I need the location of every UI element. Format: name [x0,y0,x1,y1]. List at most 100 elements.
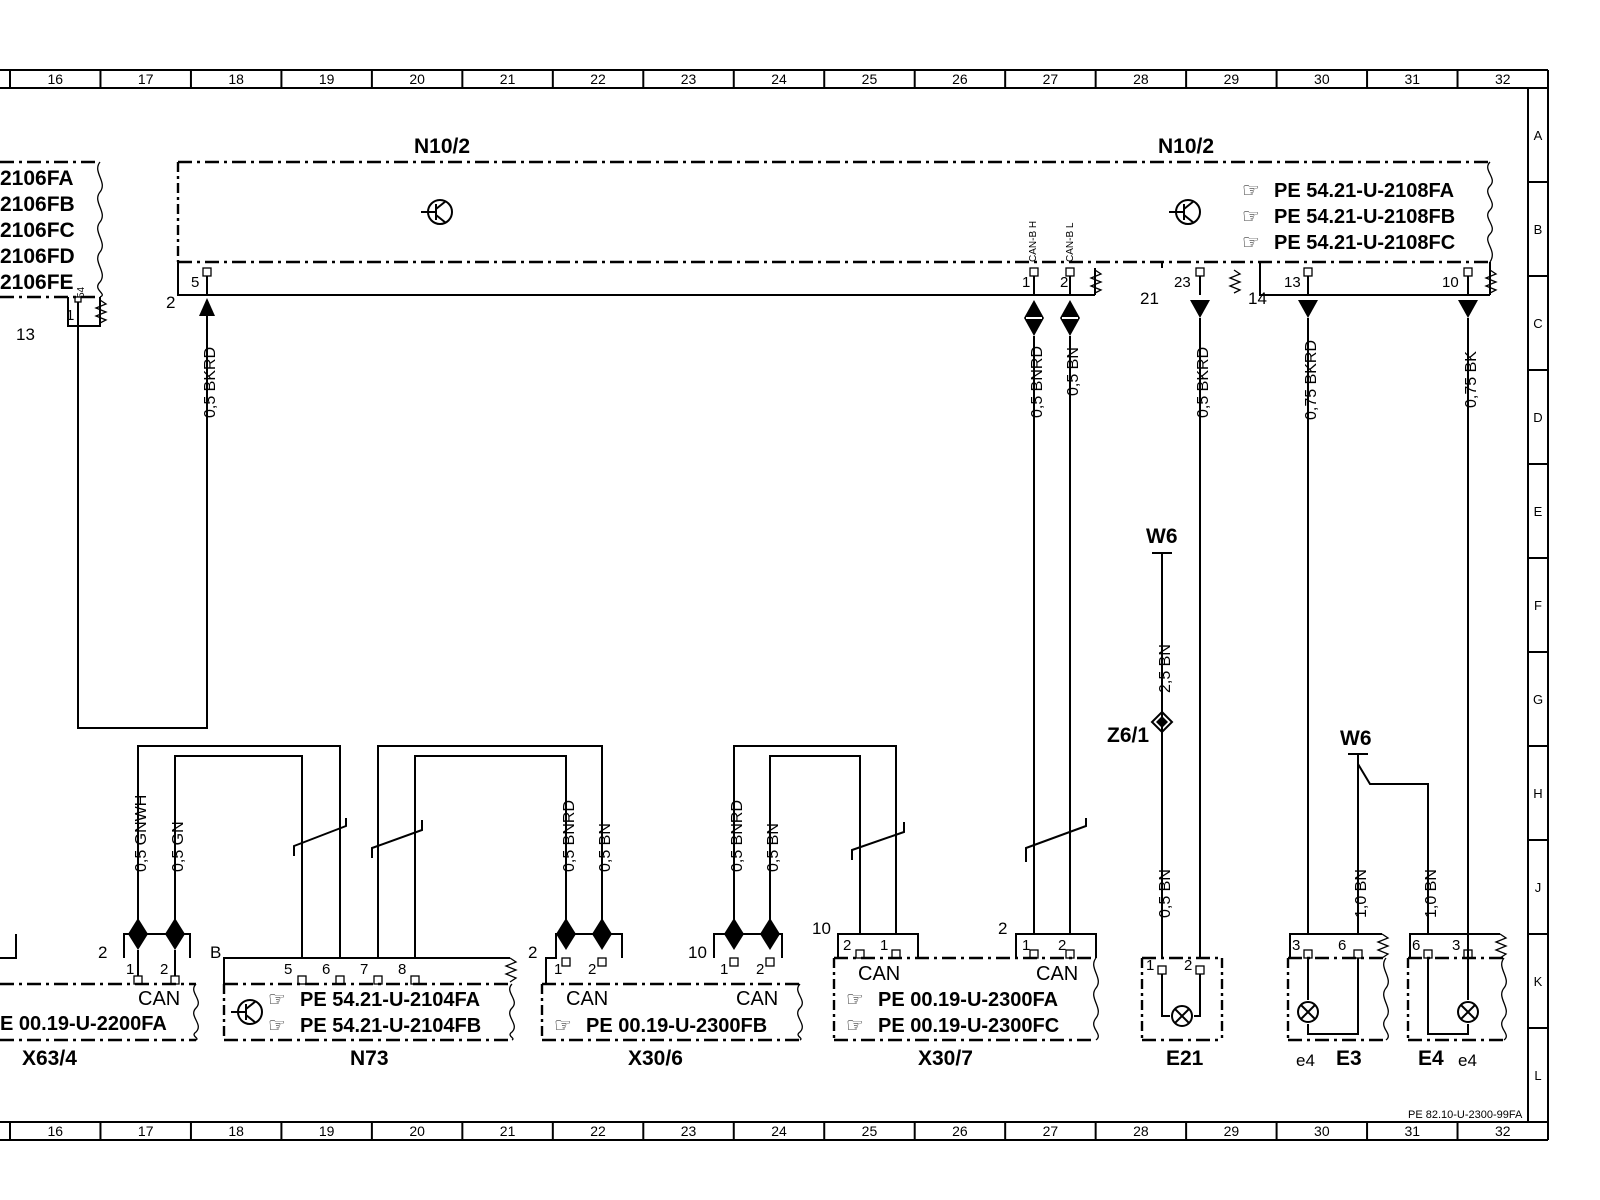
x306-pin-1b: 1 [720,961,728,978]
pin-2: 2 [166,293,175,312]
x306-pin-10: 10 [688,943,707,962]
lamp-icon [1457,1001,1479,1023]
grid-top-col-25: 25 [862,71,878,87]
e21-lamp: 1 2 E21 [1140,956,1224,1070]
grid-top-col-30: 30 [1314,71,1330,87]
n73-pin-7: 7 [360,961,368,978]
transistor-icon [421,199,453,225]
grid-row-F: F [1534,598,1542,613]
e3-label: E3 [1336,1047,1362,1070]
pin-21: 21 [1140,289,1159,308]
e4-pin-3: 3 [1452,937,1460,954]
wire-label-bnrd: 0,5 BNRD [1029,346,1046,418]
grid-row-H: H [1533,786,1542,801]
pin-13: 13 [16,325,35,344]
x307-can-left: CAN [858,963,900,985]
wire-label-bn-x306a: 0,5 BN [597,823,614,872]
grid-top-col-31: 31 [1405,71,1421,87]
grid-bottom-col-25: 25 [862,1123,878,1139]
x307-ref-1: PE 00.19-U-2300FA [878,989,1058,1011]
grid-top-col-22: 22 [590,71,606,87]
grid-top-col-26: 26 [952,71,968,87]
grid-row-L: L [1534,1068,1541,1083]
x307-ref-2: PE 00.19-U-2300FC [878,1015,1059,1037]
x306-pin-1a: 1 [554,961,562,978]
wire-break [851,822,905,860]
n10-2-module [176,160,1498,296]
grid-bottom-col-21: 21 [500,1123,516,1139]
grid-top-col-16: 16 [47,71,63,87]
grid-bottom-col-20: 20 [409,1123,425,1139]
grid-row-D: D [1533,410,1542,425]
grid-top-col-17: 17 [138,71,154,87]
pin-14: 14 [1248,289,1267,308]
pin-13b: 13 [1284,274,1301,291]
grid-bottom-col-17: 17 [138,1123,154,1139]
wire-label-bkrd-21: 0,5 BKRD [1195,347,1212,418]
n73-label: N73 [350,1047,389,1070]
x63-pin-2: 2 [98,943,107,962]
wire-loop [77,302,208,729]
pin-can-1: 1 [1022,274,1030,291]
grid-row-C: C [1533,316,1542,331]
left-ref-4: 2106FD [0,245,75,268]
grid-top-col-21: 21 [500,71,516,87]
x63-4-connector: 2 1 2 CAN E 00.19-U-2200FA X63/4 [0,933,199,1070]
n73-pin-5: 5 [284,961,292,978]
grid-row-G: G [1533,692,1543,707]
left-ref-2: 2106FB [0,193,75,216]
x63-ref: E 00.19-U-2200FA [0,1013,167,1035]
can-connector-icon [1024,300,1080,336]
pin-10: 10 [1442,274,1459,291]
grid-top-col-20: 20 [409,71,425,87]
n10-right-refs: ☞ PE 54.21-U-2108FA ☞ PE 54.21-U-2108FB … [1242,180,1455,254]
grid-bottom-col-24: 24 [771,1123,787,1139]
ref-pointer-icon: ☞ [554,1015,572,1037]
grid-top-col-32: 32 [1495,71,1511,87]
grid-bottom-col-32: 32 [1495,1123,1511,1139]
n73-module: B 5 6 7 8 ☞ PE 54.21-U-2104FA ☞ PE 54.21… [210,943,518,1070]
pin-label-canbh: CAN-B H [1028,221,1039,262]
grid-bottom-col-27: 27 [1043,1123,1059,1139]
wire-break [293,818,347,856]
wire-break [1025,818,1087,862]
connector-arrow-icon [199,298,215,316]
wire-label-10bn-e4: 1,0 BN [1423,869,1440,918]
wire-label-075bk: 0,75 BK [1463,351,1480,408]
wire-label-bnrd-x306a: 0,5 BNRD [561,800,578,872]
x307-pin-1b: 1 [1022,937,1030,954]
n73-ref-2: PE 54.21-U-2104FB [300,1015,481,1037]
connector-arrow-icon [1298,300,1318,318]
pin-label-canbl: CAN-B L [1065,222,1076,262]
z6-1-label: Z6/1 [1107,724,1149,747]
grid-row-J: J [1535,880,1542,895]
wire-x306-x307a [733,745,897,934]
lamp-icon [1171,1005,1193,1027]
grid-row-A: A [1534,128,1543,143]
e4-pin-6: 6 [1412,937,1420,954]
x307-pin-10: 10 [812,919,831,938]
x306-pin-2a: 2 [588,961,596,978]
grid-top-col-18: 18 [228,71,244,87]
connector-arrow-icon [1190,300,1210,318]
n73-pin-6: 6 [322,961,330,978]
pin-5: 5 [191,274,199,291]
grid-bottom-col-28: 28 [1133,1123,1149,1139]
grid-bottom-col-18: 18 [228,1123,244,1139]
can-connector-icon [724,918,780,950]
x63-can-label: CAN [138,988,180,1010]
wire-break [371,820,423,858]
can-connector-icon [556,918,612,950]
wire-label-25bn: 2,5 BN [1157,644,1174,693]
wire-gn [174,755,303,958]
left-ref-3: 2106FC [0,219,75,242]
e4-lamp: 6 3 E4 e4 [1406,933,1508,1070]
x307-pin-1a: 1 [880,937,888,954]
wire-label-075bkrd: 0,75 BKRD [1303,340,1320,420]
e3-pin-3: 3 [1292,937,1300,954]
ref-pointer-icon: ☞ [1242,232,1260,254]
wire-label-bnrd-x306b: 0,5 BNRD [729,800,746,872]
splice-icon [1150,710,1174,734]
